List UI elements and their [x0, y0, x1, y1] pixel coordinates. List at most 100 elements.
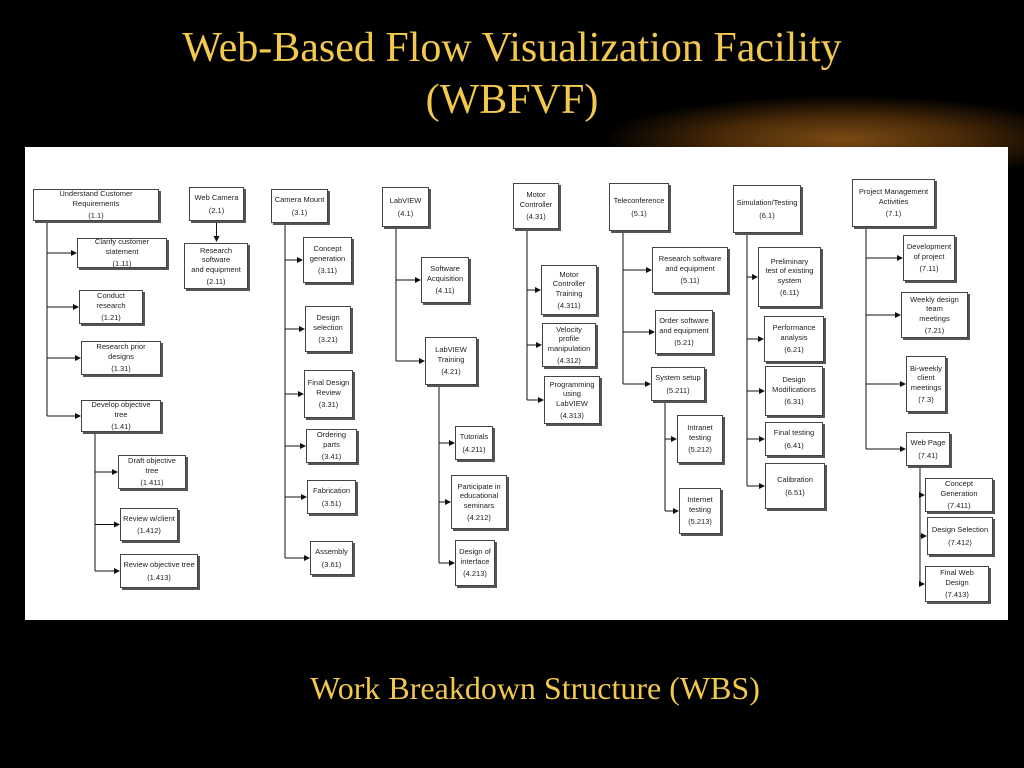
wbs-node-7-412: Design Selection(7.412) [927, 517, 993, 555]
wbs-node-label: Ordering parts [316, 430, 347, 449]
wbs-node-1-1: Understand Customer Requirements(1.1) [33, 189, 159, 221]
wbs-node-label: Intranet testing [687, 423, 713, 442]
wbs-node-7-41: Web Page (7.41) [906, 432, 950, 466]
wbs-connectors [46, 221, 927, 587]
wbs-node-label: Programming using LabVIEW [549, 379, 595, 408]
wbs-node-5-21: Order software and equipment (5.21) [655, 310, 713, 354]
wbs-node-label: Develop objective tree [91, 400, 151, 419]
slide-caption: Work Breakdown Structure (WBS) [310, 670, 760, 706]
wbs-node-code: (3.51) [321, 498, 342, 508]
wbs-node-label: Design selection [313, 313, 343, 332]
wbs-node-label: LabVIEW [389, 196, 422, 205]
wbs-node-label: Participate in educational seminars [457, 481, 501, 510]
wbs-node-label: Research prior designs [96, 342, 146, 361]
wbs-node-code: (7.21) [924, 326, 945, 335]
wbs-node-code: (1.413) [147, 572, 171, 582]
wbs-node-label: Understand Customer Requirements [59, 189, 133, 208]
wbs-node-4-313: Programming using LabVIEW (4.313) [544, 376, 600, 424]
wbs-node-code: (4.31) [526, 212, 546, 222]
wbs-node-code: (6.51) [785, 487, 805, 497]
wbs-node-1-412: Review w/client(1.412) [120, 508, 178, 541]
wbs-node-label: System setup [655, 373, 701, 382]
wbs-node-code: (6.21) [784, 345, 804, 355]
wbs-node-5-213: Internet testing (5.213) [679, 488, 721, 534]
wbs-node-7-413: Final Web Design(7.413) [925, 566, 989, 602]
wbs-node-code: (7.413) [945, 590, 969, 600]
wbs-node-4-312: Velocity profile manipulation (4.312) [542, 323, 596, 367]
wbs-node-code: (4.313) [560, 411, 584, 420]
wbs-node-code: (6.41) [784, 440, 804, 450]
wbs-node-code: (6.11) [779, 288, 800, 297]
wbs-node-6-31: Design Modifications (6.31) [765, 366, 823, 416]
wbs-node-1-21: Conduct research(1.21) [79, 290, 143, 324]
wbs-node-3-51: Fabrication(3.51) [307, 480, 356, 514]
wbs-node-code: (5.1) [631, 208, 647, 218]
wbs-node-code: (5.213) [688, 517, 712, 527]
wbs-node-label: Review w/client [123, 513, 175, 523]
wbs-node-label: Design Modifications [772, 375, 816, 394]
wbs-node-4-213: Design of interface (4.213) [455, 540, 495, 586]
wbs-node-label: Clarify customer statement [94, 237, 150, 256]
wbs-node-label: Simulation/Testing [736, 198, 798, 207]
wbs-node-7-411: Concept Generation (7.411) [925, 478, 993, 512]
wbs-node-label: Final testing [773, 428, 815, 437]
wbs-node-7-3: Bi-weekly client meetings(7.3) [906, 356, 946, 412]
wbs-node-code: (1.31) [111, 364, 131, 374]
wbs-node-2-11: Research software and equipment (2.11) [184, 243, 248, 289]
wbs-node-4-1: LabVIEW(4.1) [382, 187, 429, 227]
wbs-node-label: Order software and equipment [659, 316, 709, 335]
wbs-node-code: (2.1) [208, 205, 225, 215]
wbs-node-label: Concept generation [309, 244, 346, 263]
wbs-node-4-311: Motor Controller Training (4.311) [541, 265, 597, 315]
wbs-node-label: Review objective tree [123, 560, 195, 569]
wbs-node-1-41: Develop objective tree (1.41) [81, 400, 161, 432]
wbs-node-label: Teleconference [613, 196, 665, 205]
wbs-node-label: Final Design Review [307, 378, 350, 397]
wbs-node-4-31: Motor Controller (4.31) [513, 183, 559, 229]
wbs-node-4-11: Software Acquisition(4.11) [421, 257, 469, 303]
wbs-node-code: (5.21) [674, 338, 694, 348]
wbs-node-label: Research software and equipment [191, 245, 241, 274]
wbs-node-3-61: Assembly(3.61) [310, 541, 353, 575]
wbs-node-label: Web Camera [194, 193, 239, 202]
wbs-node-7-21: Weekly design team meetings (7.21) [901, 292, 968, 338]
wbs-node-code: (4.312) [557, 356, 581, 365]
wbs-node-code: (3.11) [317, 266, 338, 276]
wbs-node-label: Project Management Activities [858, 187, 929, 206]
wbs-node-label: Web Page [910, 438, 946, 447]
wbs-node-6-1: Simulation/Testing(6.1) [733, 185, 801, 233]
wbs-node-label: Velocity profile manipulation [547, 324, 591, 353]
wbs-node-code: (4.311) [557, 301, 581, 310]
wbs-node-label: Design of interface [459, 547, 491, 566]
wbs-node-code: (4.211) [462, 444, 486, 454]
wbs-node-label: Weekly design team meetings [910, 294, 959, 323]
slide-title-line1: Web-Based Flow Visualization Facility [182, 25, 842, 71]
wbs-node-code: (2.11) [206, 277, 226, 286]
wbs-node-label: Internet testing [687, 495, 713, 514]
wbs-node-1-11: Clarify customer statement (1.11) [77, 237, 167, 269]
wbs-node-code: (7.411) [947, 501, 971, 511]
wbs-node-code: (1.11) [112, 259, 132, 269]
wbs-node-code: (1.41) [111, 422, 131, 432]
wbs-node-label: Concept Generation [940, 479, 978, 498]
wbs-node-5-1: Teleconference (5.1) [609, 183, 669, 231]
wbs-node-code: (3.41) [321, 452, 342, 462]
wbs-node-2-1: Web Camera (2.1) [189, 187, 244, 221]
wbs-node-6-11: Preliminary test of existing system(6.11… [758, 247, 821, 307]
wbs-node-3-41: Ordering parts (3.41) [306, 429, 357, 463]
wbs-node-code: (3.1) [291, 207, 308, 217]
wbs-node-7-11: Development of project(7.11) [903, 235, 955, 281]
wbs-node-code: (6.31) [784, 397, 804, 407]
wbs-node-label: Software Acquisition [426, 264, 464, 283]
wbs-node-label: Motor Controller Training [552, 269, 586, 298]
wbs-node-label: Motor Controller [519, 190, 553, 209]
wbs-node-1-413: Review objective tree (1.413) [120, 554, 198, 588]
wbs-node-label: Draft objective tree [128, 456, 176, 475]
wbs-node-code: (7.41) [918, 450, 938, 460]
wbs-node-4-211: Tutorials(4.211) [455, 426, 493, 460]
wbs-node-code: (5.211) [666, 385, 690, 395]
wbs-node-5-211: System setup (5.211) [651, 367, 705, 401]
wbs-node-code: (4.213) [463, 569, 487, 579]
wbs-node-6-51: Calibration(6.51) [765, 463, 825, 509]
wbs-node-label: Assembly [315, 547, 348, 556]
